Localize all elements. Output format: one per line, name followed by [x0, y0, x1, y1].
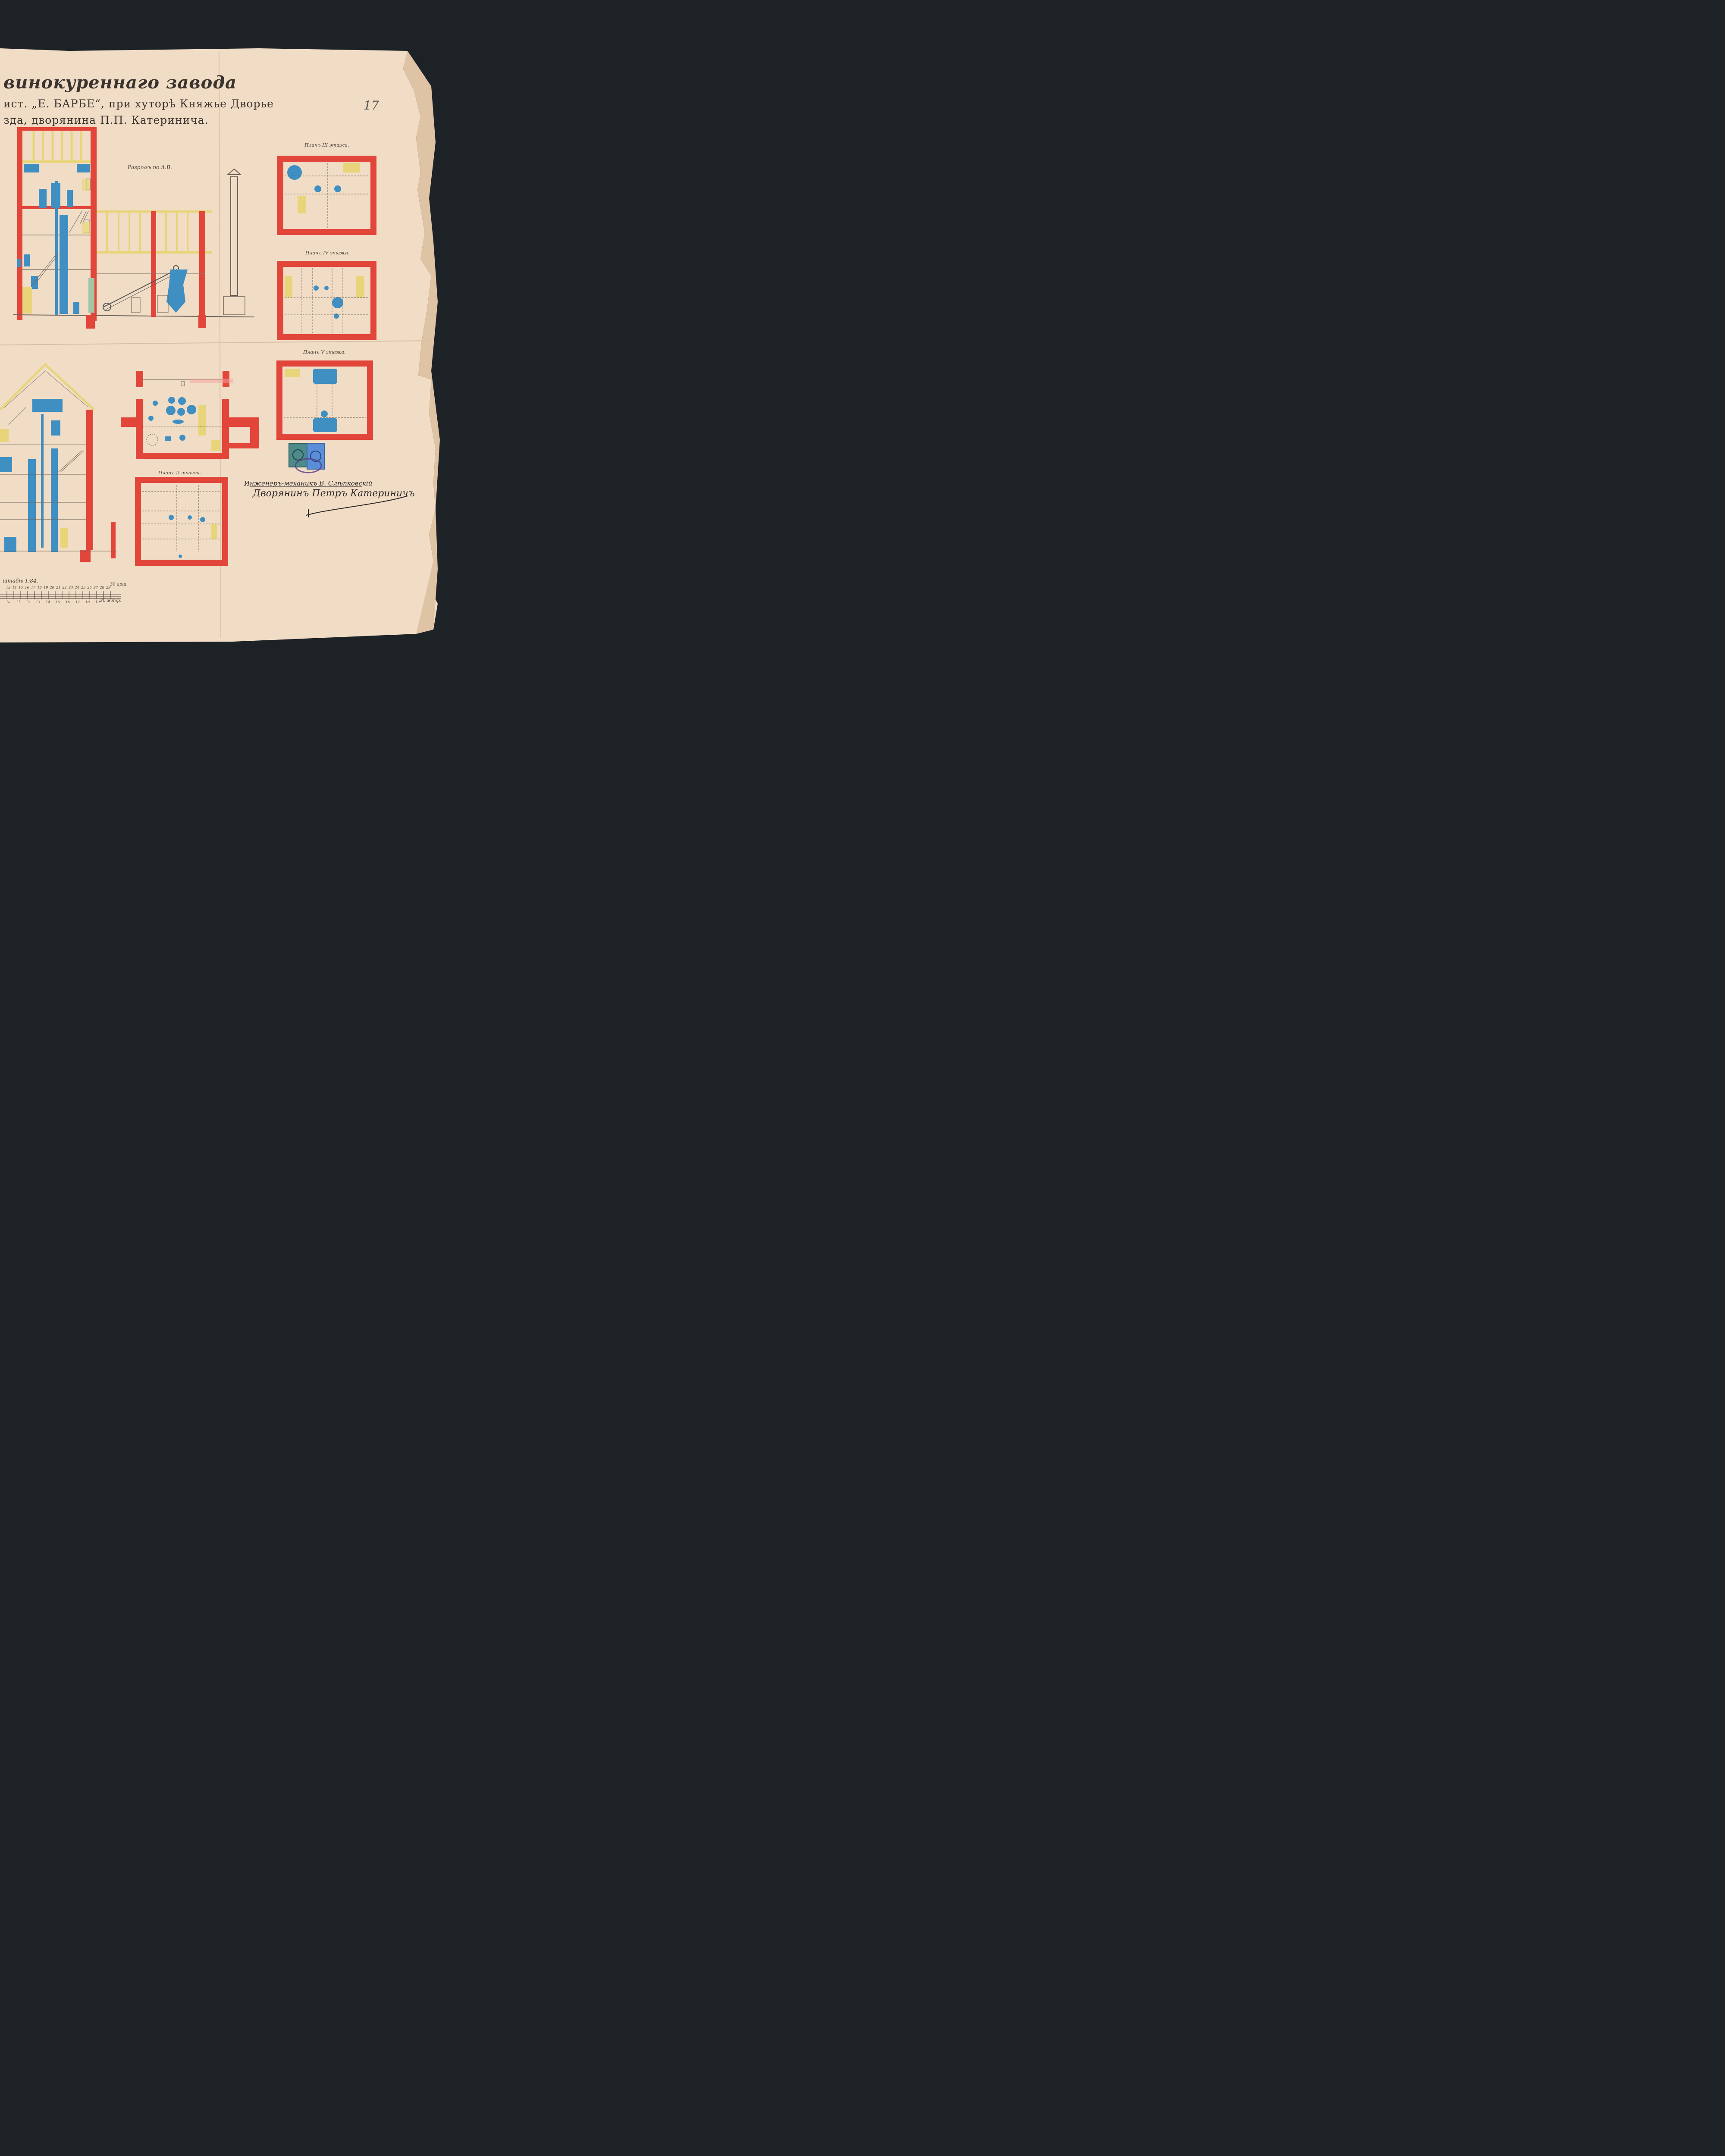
- scale-top-tick: 23: [69, 586, 73, 589]
- plan-2-drawing: [135, 477, 228, 566]
- scale-top-tick: 19: [44, 586, 48, 589]
- drawing-sheet: винокуреннаго завода ист. „Е. БАРБЕ“, пр…: [0, 0, 451, 676]
- scale-top-tick: 18: [37, 586, 42, 589]
- plan-1-drawing: [121, 371, 259, 459]
- paper-tear-edge: [403, 51, 440, 634]
- scale-bottom-tick: 18: [85, 600, 90, 604]
- section-label: Разрѣзъ по А.В.: [128, 164, 172, 170]
- plan-4-drawing: [277, 261, 376, 340]
- scale-label: штабѣ 1:84.: [3, 578, 38, 584]
- scale-bottom-tick: 16: [66, 600, 70, 604]
- engineer-signature: Инженеръ-механикъ В. Слѣпковскій: [244, 479, 373, 487]
- scale-bottom-tick: 14: [46, 600, 50, 604]
- scale-bottom-tick: 10: [6, 600, 11, 604]
- drawing-title-line3: зда, дворянина П.П. Катеринича.: [3, 114, 209, 126]
- scale-top-tick: 27: [94, 586, 98, 589]
- scale-top-tick: 20: [50, 586, 54, 589]
- scale-top-tick: 22: [62, 586, 67, 589]
- scale-top-tick: 13: [6, 586, 11, 589]
- signature-flourish: [306, 495, 408, 517]
- scale-bottom-tick: 17: [75, 600, 80, 604]
- scale-bottom-tick: 12: [26, 600, 31, 604]
- scale-top-tick: 21: [56, 586, 61, 589]
- scale-top-tick: 25: [81, 586, 86, 589]
- scale-bottom-tick: 15: [56, 600, 60, 604]
- drawing-title-line1: винокуреннаго завода: [3, 72, 237, 93]
- sheet-number: 17: [364, 98, 379, 113]
- scale-top-tick: 28: [100, 586, 104, 589]
- scale-top-tick: 16: [25, 586, 29, 589]
- fold-line-horizontal: [0, 340, 432, 345]
- scale-top-tick: 29: [106, 586, 111, 589]
- plan-3-drawing: [277, 156, 376, 235]
- scale-top-units: 30 арш.: [110, 582, 128, 587]
- scale-top-tick: 24: [75, 586, 79, 589]
- plan-4-label: Планъ IV этажа.: [305, 250, 350, 256]
- plan-5-drawing: [276, 360, 373, 440]
- architectural-drawing: [0, 48, 440, 642]
- plan-3-label: Планъ III этажа.: [304, 142, 349, 148]
- scale-bar: [0, 591, 121, 599]
- scale-top-tick: 26: [87, 586, 92, 589]
- scale-bottom-units: 20 метр.: [100, 599, 122, 603]
- scale-top-tick: 17: [31, 586, 36, 589]
- drawing-title-line2: ист. „Е. БАРБЕ“, при хуторѣ Княжье Дворь…: [3, 97, 274, 110]
- owner-signature: Дворянинъ Петръ Катериничъ: [253, 488, 415, 499]
- scale-top-tick: 14: [12, 586, 17, 589]
- revenue-stamps: [289, 443, 325, 473]
- scale-top-tick: 15: [19, 586, 23, 589]
- paper-sheet: [0, 48, 438, 642]
- fold-line-vertical: [219, 51, 221, 639]
- scale-bottom-tick: 13: [36, 600, 41, 604]
- plan-2-label: Планъ II этажа.: [158, 470, 201, 476]
- longitudinal-section: [0, 363, 116, 562]
- section-drawing: [13, 127, 255, 329]
- scale-bottom-tick: 19: [95, 600, 100, 604]
- plan-5-label: Планъ V этажа.: [303, 349, 346, 355]
- scale-bottom-tick: 11: [16, 600, 21, 604]
